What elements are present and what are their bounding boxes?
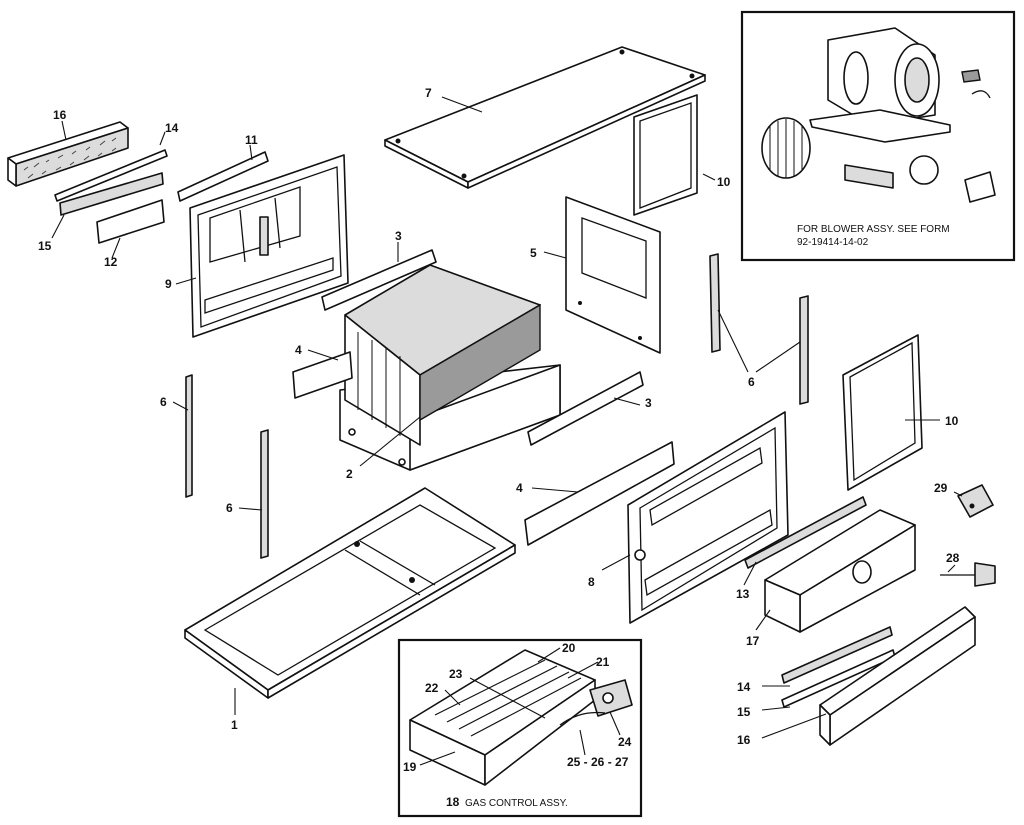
callout-6-left-lower: 6 (226, 501, 233, 515)
callout-3-lower: 3 (645, 396, 652, 410)
part-1-base-pan (184, 487, 516, 699)
callout-5: 5 (530, 246, 537, 260)
part-2-heat-exchanger (339, 264, 561, 471)
callout-22: 22 (425, 681, 439, 695)
blower-inset-caption-line1: FOR BLOWER ASSY. SEE FORM (797, 224, 950, 235)
callout-12: 12 (104, 255, 118, 269)
callout-4-upper: 4 (295, 343, 302, 357)
callout-8: 8 (588, 575, 595, 589)
part-14-upper-strip (54, 149, 168, 202)
part-12-bracket (96, 199, 165, 244)
part-13-strip (744, 496, 867, 569)
callout-25-26-27: 25 - 26 - 27 (567, 755, 629, 769)
part-10-upper-panel (633, 94, 698, 216)
callout-10-lower: 10 (945, 414, 959, 428)
callout-1: 1 (231, 718, 238, 732)
callout-13: 13 (736, 587, 750, 601)
part-29-block (957, 484, 994, 518)
callout-15-lower: 15 (737, 705, 751, 719)
gas-inset-title: GAS CONTROL ASSY. (465, 798, 568, 809)
callout-7: 7 (425, 86, 432, 100)
callout-labels: 7 10 5 3 11 16 14 15 12 9 4 2 3 6 6 6 10… (38, 86, 960, 774)
part-9-access-panel (189, 154, 349, 338)
callout-16-upper: 16 (53, 108, 67, 122)
callout-4-lower: 4 (516, 481, 523, 495)
callout-17: 17 (746, 634, 760, 648)
part-28-plug (940, 562, 996, 587)
callout-18: 18 (446, 795, 460, 809)
callout-21: 21 (596, 655, 610, 669)
callout-28: 28 (946, 551, 960, 565)
part-6-rail-left-lower (260, 429, 269, 559)
callout-6-left-upper: 6 (160, 395, 167, 409)
callout-23: 23 (449, 667, 463, 681)
callout-14-upper: 14 (165, 121, 179, 135)
callout-24: 24 (618, 735, 632, 749)
leader-lines (51, 96, 963, 766)
callout-2: 2 (346, 467, 353, 481)
blower-inset-caption-line2: 92-19414-14-02 (797, 237, 869, 248)
gas-control-assembly-inset: GAS CONTROL ASSY. 18 (397, 638, 643, 818)
part-6-rail-right-a (709, 253, 721, 353)
part-3-lower-gasket (527, 371, 644, 446)
callout-29: 29 (934, 481, 948, 495)
part-10-lower-panel (842, 334, 923, 491)
callout-6-right: 6 (748, 375, 755, 389)
part-6-rail-right-b (799, 295, 809, 405)
callout-14-lower: 14 (737, 680, 751, 694)
callout-16-lower: 16 (737, 733, 751, 747)
callout-3-upper: 3 (395, 229, 402, 243)
part-14-lower-strip (781, 626, 893, 684)
part-15-upper-strip (59, 172, 164, 216)
part-11-strip (177, 151, 269, 202)
callout-10-upper: 10 (717, 175, 731, 189)
callout-20: 20 (562, 641, 576, 655)
part-8-side-panel (627, 411, 789, 624)
part-5-rear-panel (565, 196, 661, 354)
part-17-vestibule-box (764, 509, 916, 633)
part-7-top-panel (384, 46, 706, 189)
callout-11: 11 (245, 133, 258, 147)
callout-9: 9 (165, 277, 172, 291)
part-3-upper-gasket (321, 249, 437, 311)
callout-19: 19 (403, 760, 417, 774)
part-6-rail-left-upper (185, 374, 193, 498)
blower-assembly-inset: FOR BLOWER ASSY. SEE FORM 92-19414-14-02 (740, 10, 1016, 262)
callout-15-upper: 15 (38, 239, 52, 253)
part-4-upper-gasket (292, 351, 353, 399)
part-4-lower-gasket (524, 441, 675, 546)
part-16-upper-trough (7, 121, 129, 187)
